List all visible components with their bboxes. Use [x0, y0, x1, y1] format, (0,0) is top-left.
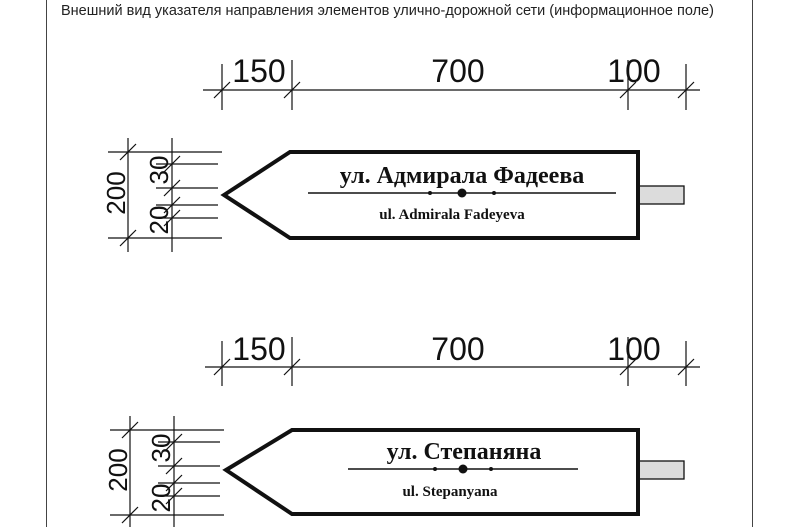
sign-2-ornament: [348, 464, 578, 474]
dim-700-label: 700: [431, 53, 484, 89]
dim-150-label-2: 150: [232, 331, 285, 367]
dim-30-label: 30: [144, 156, 174, 185]
figure-caption: Внешний вид указателя направления элемен…: [61, 3, 714, 19]
direction-sign-2: [222, 428, 640, 516]
sign-1-ornament: [308, 188, 616, 198]
dim-20-label-2: 20: [146, 484, 176, 513]
sign-2-sub-text: ul. Stepanyana: [402, 484, 498, 500]
sign-1-main-text: ул. Адмирала Фадеева: [340, 163, 585, 189]
side-dimension-2: [110, 416, 224, 527]
top-dimension-1: [203, 60, 700, 110]
direction-sign-1: [220, 150, 640, 240]
dim-30-label-2: 30: [146, 434, 176, 463]
dim-200-label-2: 200: [103, 448, 133, 491]
drawing-1: 150 700 100 200 30 20 ул. Адмирала Фадее…: [101, 53, 700, 252]
page-left-edge: [46, 0, 47, 527]
sign-1-sub-text: ul. Admirala Fadeyeva: [379, 207, 525, 223]
sign-2-main-text: ул. Степаняна: [387, 439, 542, 465]
top-dimension-2: [205, 337, 700, 386]
side-dimension-1: [108, 138, 222, 252]
dim-100-label: 100: [607, 53, 660, 89]
page-right-edge: [752, 0, 753, 527]
dim-100-label-2: 100: [607, 331, 660, 367]
dim-200-label: 200: [101, 171, 131, 214]
dim-20-label: 20: [144, 206, 174, 235]
dim-150-label: 150: [232, 53, 285, 89]
mount-bracket-1: [637, 185, 685, 205]
drawing-2: 150 700 100 200 30 20 ул. Степаняна: [103, 331, 700, 527]
mount-bracket-2: [637, 460, 685, 480]
dim-700-label-2: 700: [431, 331, 484, 367]
